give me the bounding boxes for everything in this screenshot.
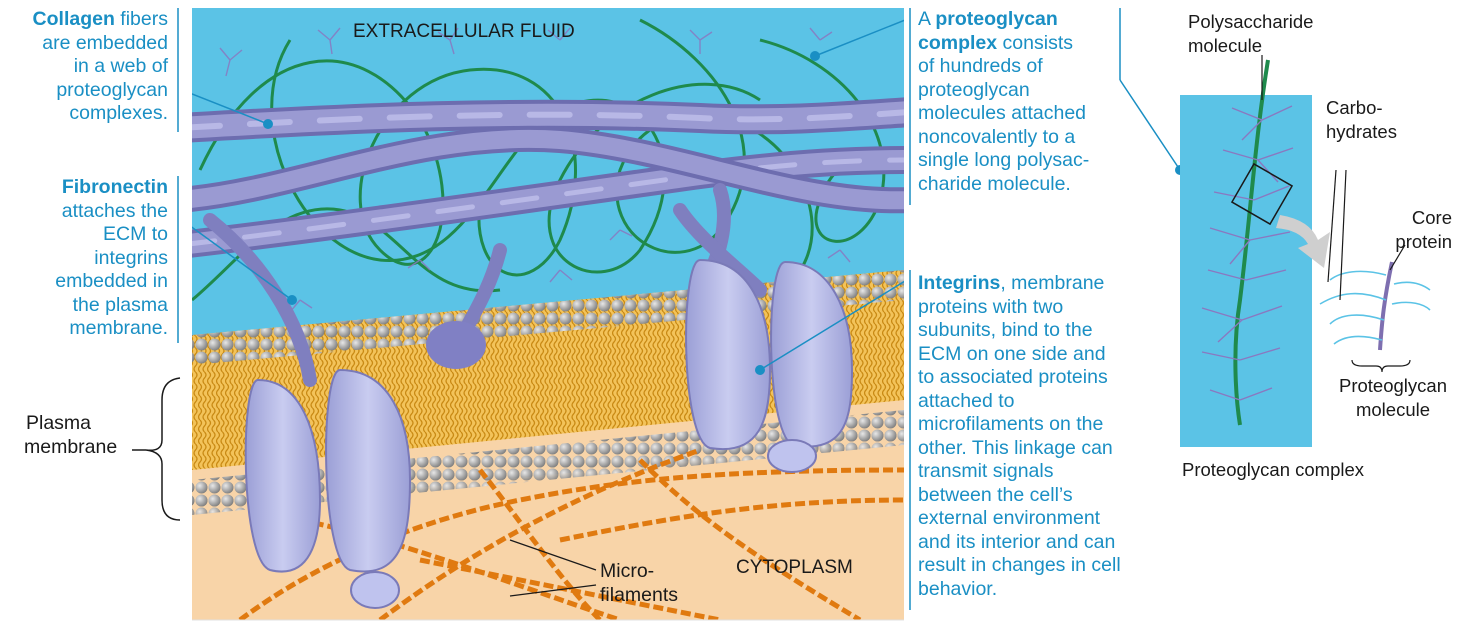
integrins-term: Integrins	[918, 272, 1000, 294]
collagen-term: Collagen	[33, 8, 115, 30]
microfilaments-label: Micro- filaments	[600, 560, 678, 607]
proteoglycan-complex-caption: Proteoglycan complex	[1182, 458, 1364, 482]
carbohydrates-label: Carbo- hydrates	[1326, 96, 1397, 143]
fibronectin-term: Fibronectin	[62, 176, 168, 198]
membrane-brace	[146, 378, 180, 520]
fibronectin-label: Fibronectin attaches the ECM to integrin…	[0, 176, 168, 341]
extracellular-fluid-label: EXTRACELLULAR FLUID	[353, 20, 575, 43]
plasma-membrane-label: Plasma membrane	[24, 412, 117, 459]
proteoglycan-molecule-label: Proteoglycan molecule	[1326, 374, 1460, 421]
membrane-protein-blob	[426, 321, 486, 369]
polysaccharide-label: Polysaccharide molecule	[1188, 10, 1313, 57]
collagen-label: Collagen fibers are embedded in a web of…	[0, 8, 168, 126]
cytoplasm-label: CYTOPLASM	[736, 556, 853, 579]
integrins-label: Integrins, membrane proteins with two su…	[918, 272, 1163, 601]
proteoglycan-complex-label: A proteoglycan complex consists of hundr…	[918, 8, 1118, 196]
core-protein-label: Core protein	[1380, 206, 1452, 253]
